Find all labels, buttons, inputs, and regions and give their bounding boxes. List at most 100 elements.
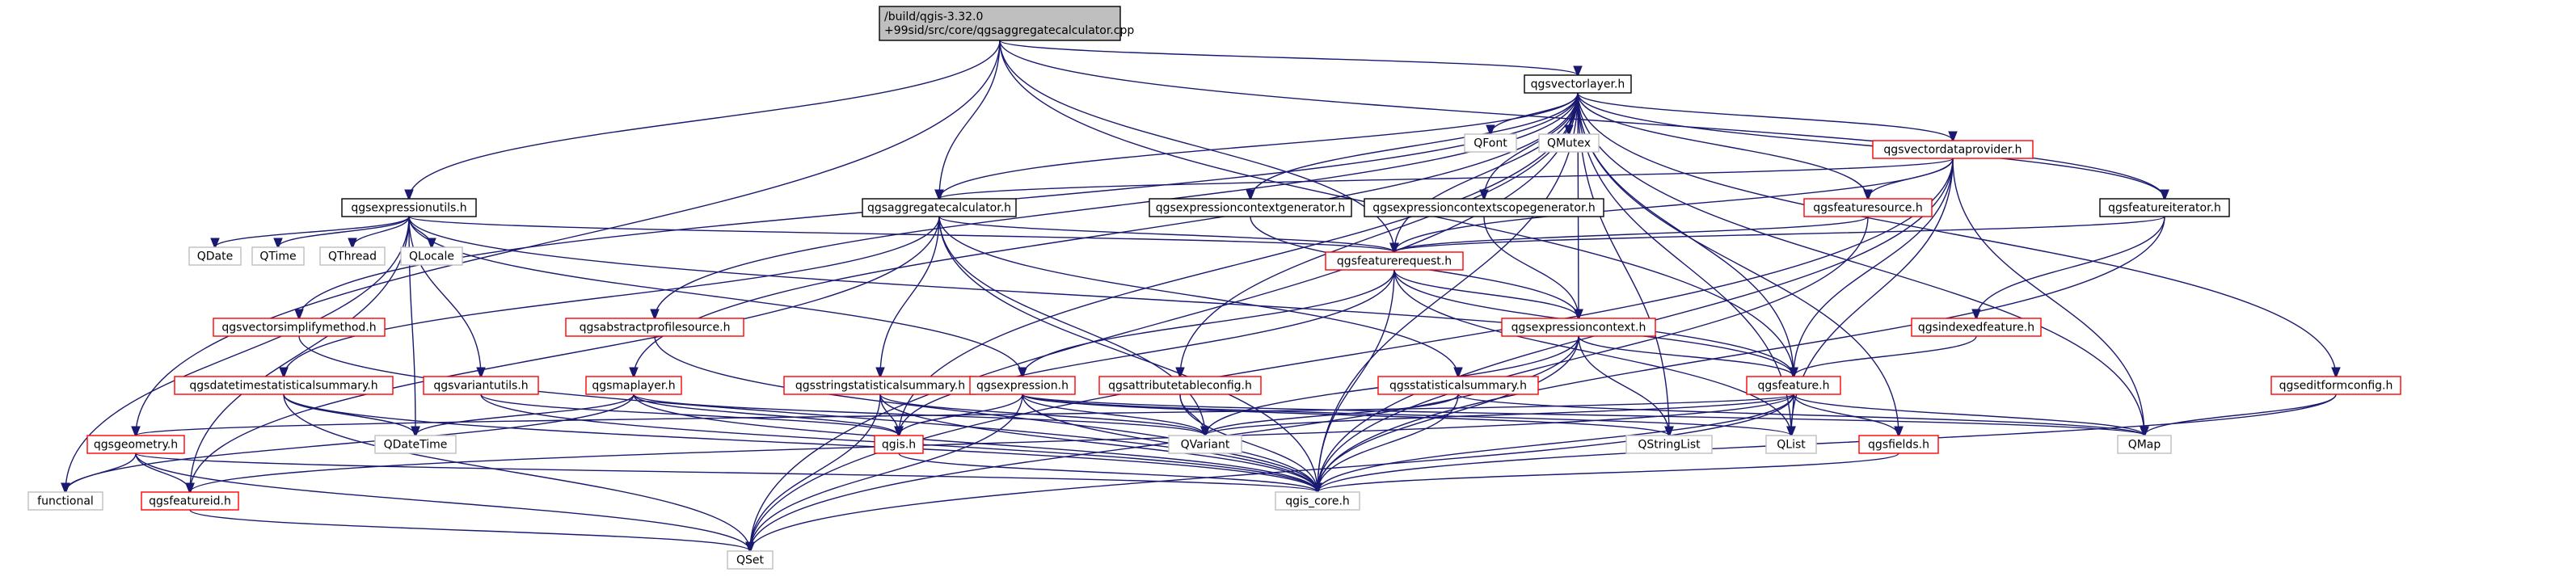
node-qgsexpressionutils[interactable]: qgsexpressionutils.h [341, 198, 477, 217]
node-qgsvectorsimplifymethod[interactable]: qgsvectorsimplifymethod.h [213, 318, 386, 337]
node-box [565, 318, 744, 337]
edge-qgis-to-qgis_core [898, 452, 1318, 492]
edge-root-to-qgsexpressionutils [409, 40, 1001, 199]
node-qgsdatetimestatisticalsummary[interactable]: qgsdatetimestatisticalsummary.h [174, 376, 394, 395]
edge-qgsfeaturerequest-to-qgsexpressioncontext [1393, 269, 1579, 318]
edge-line [1318, 216, 2165, 492]
edge-qgsexpressionutils-to-qgsfeatureid [190, 216, 410, 492]
edge-qgsvectorlayer-to-qgseditformconfig [1577, 92, 2336, 377]
edge-qgsvectorlayer-to-qgsexpressioncontextgenerator [1250, 92, 1579, 199]
node-label: qgsstringstatisticalsummary.h [795, 380, 965, 393]
node-box [1765, 435, 1817, 454]
node-qgsfields[interactable]: qgsfields.h [1858, 435, 1939, 454]
node-box [1325, 251, 1464, 271]
node-qgsexpressioncontext[interactable]: qgsexpressioncontext.h [1501, 318, 1656, 337]
node-qgis-core: qgis_core.h [1275, 491, 1360, 511]
node-root[interactable]: /build/qgis-3.32.0+99sid/src/core/qgsagg… [879, 6, 1134, 41]
node-qgsstringstatisticalsummary[interactable]: qgsstringstatisticalsummary.h [783, 376, 977, 395]
edge-line [1022, 269, 1395, 377]
edge-line [215, 216, 410, 247]
node-box [874, 435, 924, 454]
edge-qgsmaplayer-to-QDateTime [415, 394, 635, 436]
node-qgsvectordataprovider[interactable]: qgsvectordataprovider.h [1872, 140, 2034, 159]
edge-qgsindexedfeature-to-qgsfeature [1794, 335, 1977, 377]
edge-qgsvectorlayer-to-QStringList [1577, 92, 1669, 436]
node-qgsexpressioncontextscopegenerator[interactable]: qgsexpressioncontextscopegenerator.h [1364, 198, 1604, 217]
node-label: qgsgeometry.h [94, 439, 178, 452]
node-label: QFont [1474, 137, 1507, 150]
node-qgsfeaturerequest[interactable]: qgsfeaturerequest.h [1325, 251, 1464, 271]
edge-line [480, 394, 899, 436]
edge-qgsvectorlayer-to-qgsexpressioncontextscopegenerator [1484, 92, 1579, 199]
node-box [2099, 198, 2230, 217]
edge-line [1577, 92, 1669, 436]
edge-line [1577, 92, 1791, 436]
edge-qgsfeaturesource-to-qgsfeaturerequest [1394, 216, 1869, 252]
edge-line [1394, 158, 1954, 252]
edge-line [655, 92, 1579, 318]
edge-line [278, 216, 410, 247]
edge-qgsfeature-to-QVariant [1205, 394, 1794, 436]
node-qfont: QFont [1464, 133, 1517, 153]
edge-line [1022, 394, 1205, 436]
edge-line [298, 335, 1318, 492]
node-box [1803, 198, 1933, 217]
node-qgsabstractprofilesource[interactable]: qgsabstractprofilesource.h [565, 318, 744, 337]
edge-line [189, 509, 750, 551]
edge-line [408, 216, 481, 377]
node-qgsindexedfeature[interactable]: qgsindexedfeature.h [1911, 318, 2042, 337]
node-box [1377, 376, 1539, 395]
edge-line [1022, 394, 2144, 436]
node-label: qgsexpression.h [976, 380, 1069, 393]
node-label: QMutex [1547, 137, 1591, 150]
node-qgsvectorlayer[interactable]: qgsvectorlayer.h [1524, 74, 1632, 94]
edge-line [1393, 269, 1579, 318]
edge-qgsaggregatecalculator-to-qgsstringstatisticalsummary [880, 216, 940, 377]
edge-line [654, 335, 1318, 492]
node-qgsfeaturesource[interactable]: qgsfeaturesource.h [1803, 198, 1933, 217]
edge-line [1577, 92, 2144, 436]
edge-qgsmaplayer-to-QVariant [633, 394, 1205, 436]
node-qgsattributetableconfig[interactable]: qgsattributetableconfig.h [1098, 376, 1262, 395]
edge-qgsfeature-to-qgsgeometry [136, 394, 1794, 436]
node-qgsfeatureiterator[interactable]: qgsfeatureiterator.h [2099, 198, 2230, 217]
node-label: qgsstatisticalsummary.h [1389, 380, 1527, 393]
node-qgsgeometry[interactable]: qgsgeometry.h [86, 435, 185, 454]
node-label: QDate [197, 250, 233, 263]
node-qgsfeature[interactable]: qgsfeature.h [1746, 376, 1841, 395]
edge-qgsvectorlayer-to-qgsfeaturerequest [1394, 92, 1579, 252]
edge-line [1318, 394, 1794, 492]
node-box [213, 318, 386, 337]
edge-qgsstatisticalsummary-to-QMap [1457, 394, 2144, 436]
node-box [1911, 318, 2042, 337]
edge-line [750, 394, 1023, 551]
node-qvariant: QVariant [1168, 435, 1242, 454]
edge-line [880, 216, 940, 377]
node-label: qgsexpressioncontext.h [1511, 322, 1646, 335]
node-qgsvariantutils[interactable]: qgsvariantutils.h [423, 376, 539, 395]
edge-qgsvectorlayer-to-qgsaggregatecalculator [939, 92, 1579, 199]
edge-line [1578, 335, 1794, 377]
edge-line [1490, 92, 1579, 134]
node-qgis[interactable]: qgis.h [874, 435, 924, 454]
edge-qgsvectorlayer-to-QMap [1577, 92, 2144, 436]
node-box [400, 246, 463, 266]
edge-line [1394, 216, 2165, 252]
node-label: qgsfeaturerequest.h [1337, 255, 1452, 268]
edge-qgsstringstatisticalsummary-to-QSet [750, 394, 881, 551]
node-box [1464, 133, 1517, 153]
edge-line [2144, 394, 2337, 436]
edge-line [879, 394, 1318, 492]
node-qgsexpressioncontextgenerator[interactable]: qgsexpressioncontextgenerator.h [1149, 198, 1352, 217]
edge-qgsvectorlayer-to-QMutex [1569, 92, 1579, 134]
node-qgsstatisticalsummary[interactable]: qgsstatisticalsummary.h [1377, 376, 1539, 395]
node-qgsfeatureid[interactable]: qgsfeatureid.h [141, 491, 239, 511]
node-qgsaggregatecalculator[interactable]: qgsaggregatecalculator.h [862, 198, 1017, 217]
node-qgseditformconfig[interactable]: qgseditformconfig.h [2270, 376, 2401, 395]
edge-line [1318, 269, 1395, 492]
edge-line [190, 394, 1794, 492]
node-qgsexpression[interactable]: qgsexpression.h [969, 376, 1076, 395]
edge-qgsexpressioncontext-to-qgsfeature [1578, 335, 1794, 377]
node-functional: functional [27, 491, 103, 511]
node-qgsmaplayer[interactable]: qgsmaplayer.h [585, 376, 682, 395]
